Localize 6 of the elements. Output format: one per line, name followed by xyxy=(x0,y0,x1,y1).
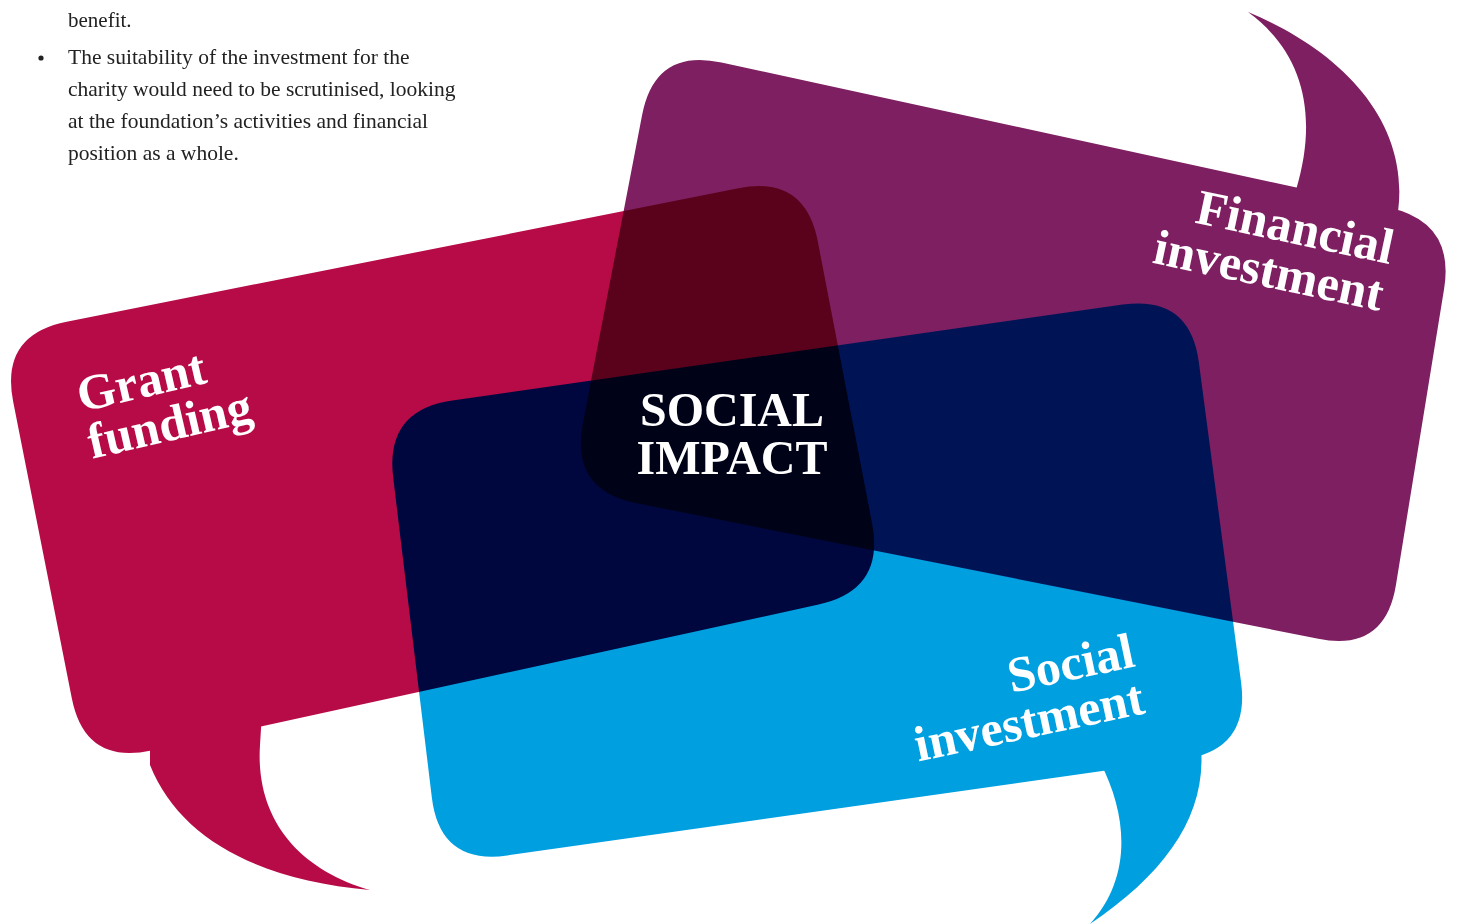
paragraph-text: benefit. xyxy=(68,7,133,34)
bubble-heading: Financial investment xyxy=(1148,177,1398,318)
bullet-text: The suitability of the investment for the charity would need to be scrutinised, looking at the foundation’s activities and financial position as a whole. xyxy=(68,44,457,167)
bubble-heading: Social investment xyxy=(907,626,1148,775)
overlap-heading: SOCIAL IMPACT xyxy=(635,386,829,482)
bubble-heading: Grant funding xyxy=(72,337,258,466)
